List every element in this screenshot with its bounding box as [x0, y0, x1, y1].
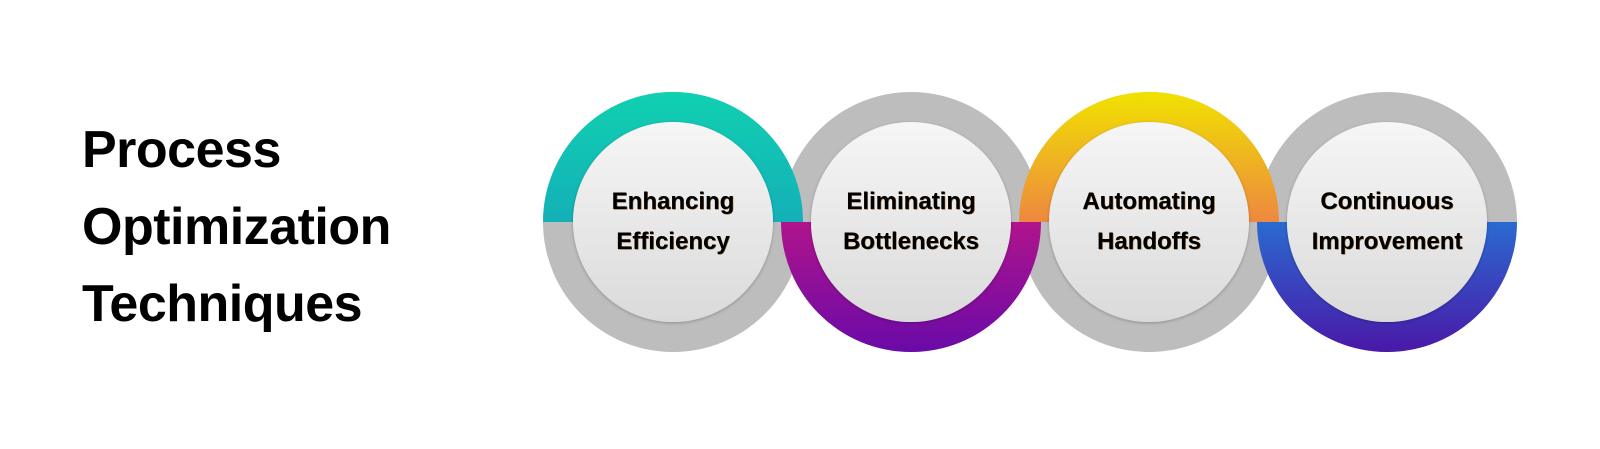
title-line-1: Process — [82, 121, 281, 179]
title-line-3: Techniques — [82, 275, 363, 333]
ring-2-colored-arc — [781, 222, 1041, 352]
step-1-line-2: Efficiency — [616, 228, 730, 255]
ring-1-colored-arc — [543, 92, 803, 222]
inner-disc-4 — [1287, 122, 1487, 322]
colored-half-rings — [543, 92, 1517, 352]
inner-disc-2 — [811, 122, 1011, 322]
step-3-line-2: Handoffs — [1097, 228, 1201, 255]
inner-disc-3 — [1049, 122, 1249, 322]
step-2-line-1: Eliminating — [846, 188, 976, 215]
step-1-line-1: Enhancing — [611, 188, 735, 215]
inner-disc-1 — [573, 122, 773, 322]
step-4-line-1: Continuous — [1320, 188, 1454, 215]
diagram-title: Process Optimization Techniques — [82, 112, 391, 343]
step-4-line-2: Improvement — [1311, 228, 1463, 255]
inner-discs — [573, 122, 1487, 322]
step-2-label: Eliminating Bottlenecks — [811, 182, 1011, 262]
step-4-label: Continuous Improvement — [1287, 182, 1487, 262]
step-3-label: Automating Handoffs — [1049, 182, 1249, 262]
step-3-line-1: Automating — [1082, 188, 1216, 215]
step-2-line-2: Bottlenecks — [842, 228, 980, 255]
title-line-2: Optimization — [82, 198, 391, 256]
step-1-label: Enhancing Efficiency — [573, 182, 773, 262]
ring-3-colored-arc — [1019, 92, 1279, 222]
ring-4-colored-arc — [1257, 222, 1517, 352]
